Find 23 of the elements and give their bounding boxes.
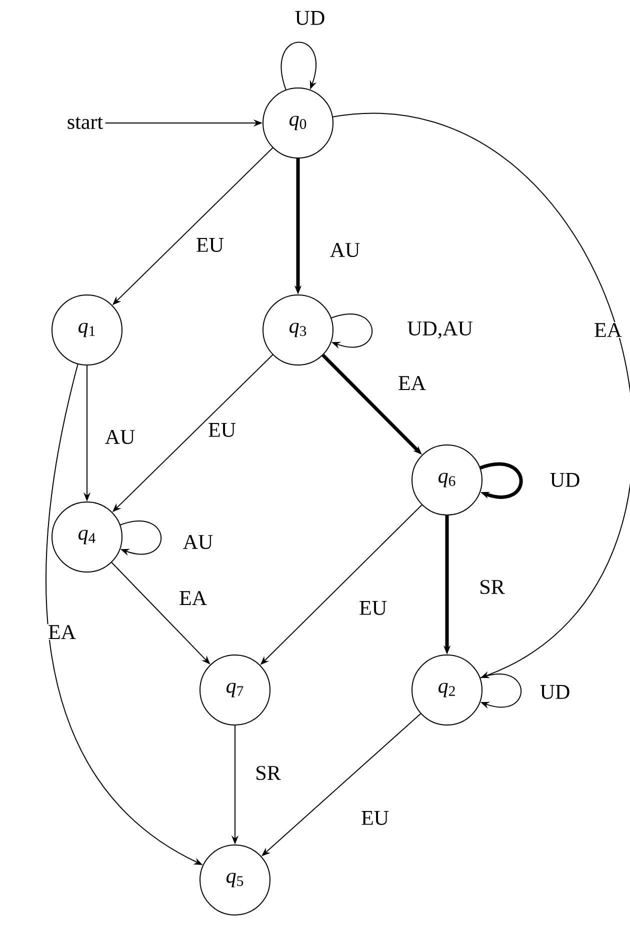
start-label: start (68, 117, 103, 130)
arrow (330, 314, 373, 349)
edge-label: UD (548, 472, 582, 488)
edge-label: SR (478, 578, 506, 596)
arrow (480, 674, 522, 709)
edge-label: EA (593, 322, 623, 338)
edge-label: EU (207, 422, 237, 438)
edge-label: EA (47, 624, 77, 640)
arrow (480, 462, 523, 499)
edge-label: AU (328, 242, 362, 258)
arrow (280, 42, 317, 90)
edge-label: EU (195, 237, 225, 253)
edge-label: AU (182, 534, 214, 550)
edge-label: AU (104, 428, 136, 446)
edge-label: UD,AU (406, 320, 474, 340)
edge-label: EA (397, 375, 427, 391)
edge-label: UD (294, 10, 326, 26)
edge-label: EA (178, 590, 208, 606)
edge-label: SR (254, 764, 282, 782)
edge-label: EU (360, 810, 390, 826)
arrow (120, 520, 162, 556)
edge-label: EU (358, 600, 388, 616)
edge-label: UD (538, 684, 572, 700)
